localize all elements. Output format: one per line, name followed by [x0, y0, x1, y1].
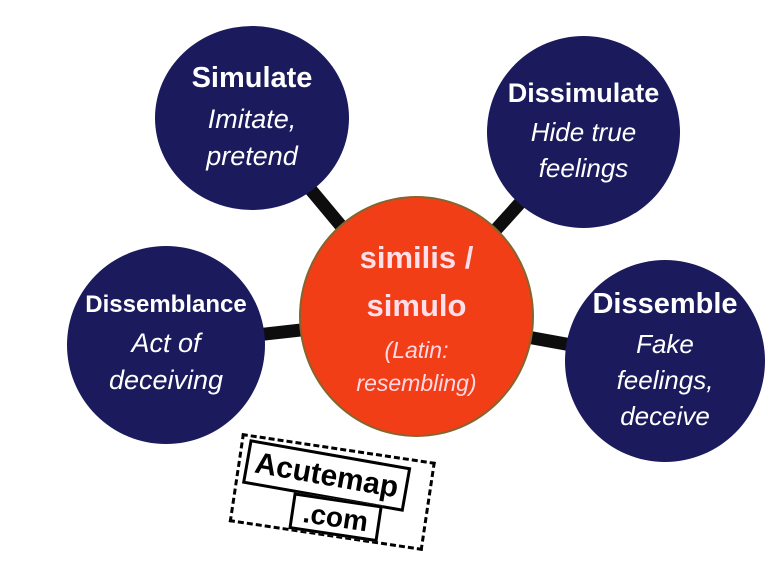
- title-line: simulo: [366, 287, 467, 323]
- node-dissimulate-title: Dissimulate: [507, 78, 660, 109]
- node-dissemble-title: Dissemble: [592, 288, 738, 321]
- description-line: deceive: [620, 400, 710, 431]
- node-dissimulate: Dissimulate Hide true feelings: [487, 36, 680, 228]
- node-dissemblance-description: Act of deceiving: [109, 325, 223, 400]
- description-line: deceiving: [108, 364, 224, 395]
- node-simulate-description: Imitate, pretend: [206, 101, 298, 176]
- subtitle-line: (Latin:: [384, 336, 449, 363]
- node-simulate: Simulate Imitate, pretend: [155, 26, 349, 210]
- node-dissemblance-title: Dissemblance: [85, 290, 247, 318]
- description-line: feelings,: [616, 364, 714, 395]
- node-center-latin-root: similis / simulo (Latin: resembling): [299, 196, 534, 437]
- watermark-name: Acutemap: [252, 446, 402, 504]
- center-subtitle: (Latin: resembling): [356, 334, 476, 399]
- watermark-tld: .com: [301, 496, 371, 537]
- subtitle-line: resembling): [356, 369, 477, 396]
- description-line: Imitate,: [207, 103, 297, 134]
- node-dissimulate-description: Hide true feelings: [531, 115, 637, 187]
- node-dissemble: Dissemble Fake feelings, deceive: [565, 260, 765, 462]
- description-line: Fake: [636, 329, 694, 360]
- description-line: feelings: [538, 152, 629, 183]
- node-dissemble-description: Fake feelings, deceive: [617, 327, 714, 435]
- description-line: pretend: [206, 140, 298, 171]
- node-simulate-title: Simulate: [191, 61, 313, 94]
- description-line: Hide true: [530, 116, 637, 147]
- center-title: similis / simulo: [360, 234, 474, 330]
- title-line: similis /: [359, 239, 474, 275]
- description-line: Act of: [131, 327, 201, 358]
- node-dissemblance: Dissemblance Act of deceiving: [67, 246, 265, 444]
